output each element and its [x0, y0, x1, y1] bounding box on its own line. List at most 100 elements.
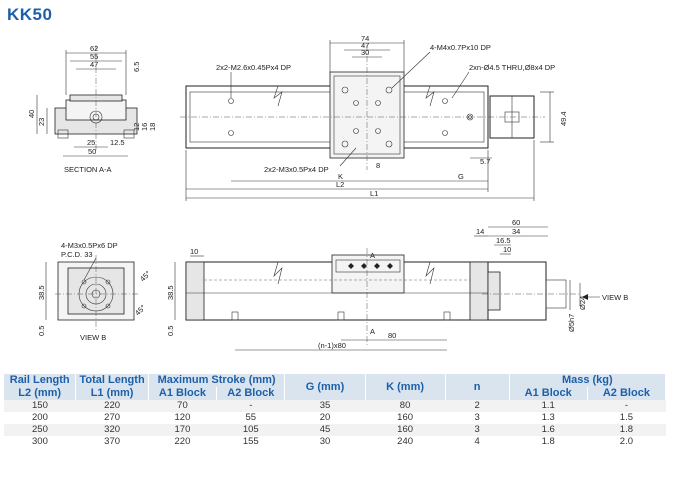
- dim-6-5: 6.5: [132, 62, 141, 72]
- dim-L2: L2: [336, 180, 344, 189]
- header-rail-length: Rail Length L2 (mm): [4, 374, 77, 400]
- cell-g: 45: [284, 424, 366, 436]
- dim-0-5-viewb: 0.5: [37, 326, 46, 336]
- dim-49-4: 49.4: [559, 111, 568, 126]
- callout-m3-view: 4-M3x0.5Px6 DP: [61, 241, 118, 250]
- callout-m3-bottom: 2x2-M3x0.5Px4 DP: [264, 165, 329, 174]
- front-markers: [348, 263, 393, 269]
- dim-34: 34: [512, 227, 520, 236]
- cell-stroke-a2: -: [216, 400, 285, 412]
- cell-total-length: 370: [75, 436, 149, 448]
- dim-80: 80: [388, 331, 396, 340]
- header-total-length: Total Length L1 (mm): [75, 374, 149, 400]
- dim-K: K: [338, 172, 343, 181]
- section-a-top: A: [370, 251, 375, 260]
- callout-pcd: P.C.D. 33: [61, 250, 93, 259]
- dim-14: 14: [476, 227, 484, 236]
- front-end-cap-right: [469, 261, 489, 321]
- section-a-a-label: SECTION A-A: [64, 165, 112, 174]
- cell-mass-a1: 1.8: [509, 436, 588, 448]
- dim-30: 30: [361, 48, 369, 57]
- cell-rail-length: 150: [4, 400, 76, 412]
- cell-stroke-a2: 155: [216, 436, 285, 448]
- front-end-cap-left: [185, 261, 205, 321]
- front-view: A A 10 38.5 0.5 80 (n-1)x80: [166, 247, 489, 351]
- technical-drawing: 62 55 47 6.5 40 23 25 50 12.5 12 16 18 S…: [27, 34, 628, 351]
- callout-m2-6: 2x2-M2.6x0.45Px4 DP: [216, 63, 291, 72]
- page-title: KK50: [7, 5, 53, 24]
- view-b: 4-M3x0.5Px6 DP P.C.D. 33 45° 45° 38.5 0.…: [37, 241, 152, 342]
- header-stroke-a2: A2 Block: [216, 387, 286, 400]
- header-n: n: [445, 374, 510, 400]
- cell-mass-a1: 1.6: [509, 424, 588, 436]
- dim-38-5-front: 38.5: [166, 285, 175, 300]
- cell-mass-a2: -: [587, 400, 666, 412]
- front-carriage: [331, 254, 405, 294]
- cell-total-length: 320: [75, 424, 149, 436]
- cell-stroke-a1: 170: [148, 424, 217, 436]
- dim-o5h7: Ø5h7: [567, 314, 576, 332]
- dim-0-5-front: 0.5: [166, 326, 175, 336]
- dim-38-5-viewb: 38.5: [37, 285, 46, 300]
- dim-5-7: 5.7: [480, 157, 490, 166]
- dim-10-front: 10: [190, 247, 198, 256]
- dim-12-5: 12.5: [110, 138, 125, 147]
- cell-k: 160: [365, 412, 446, 424]
- cell-k: 240: [365, 436, 446, 448]
- cell-g: 35: [284, 400, 366, 412]
- dim-23: 23: [37, 118, 46, 126]
- cell-rail-length: 250: [4, 424, 76, 436]
- cell-total-length: 220: [75, 400, 149, 412]
- cell-n: 4: [445, 436, 510, 448]
- dim-45-upper: 45°: [138, 269, 152, 283]
- section-a-a-view: 62 55 47 6.5 40 23 25 50 12.5 12 16 18 S…: [27, 44, 157, 174]
- cell-stroke-a1: 120: [148, 412, 217, 424]
- table-subheader-row: A1 Block A2 Block A1 Block A2 Block: [4, 387, 667, 400]
- cell-k: 160: [365, 424, 446, 436]
- header-max-stroke: Maximum Stroke (mm): [148, 374, 286, 387]
- dim-o24: Ø24: [578, 296, 587, 310]
- cell-g: 20: [284, 412, 366, 424]
- dim-G: G: [458, 172, 464, 181]
- cell-mass-a2: 1.8: [587, 424, 666, 436]
- dim-47: 47: [90, 60, 98, 69]
- cell-stroke-a2: 55: [216, 412, 285, 424]
- dim-62: 62: [90, 44, 98, 53]
- view-b-label: VIEW B: [80, 333, 106, 342]
- header-mass-a2: A2 Block: [587, 387, 667, 400]
- dim-10-side: 10: [503, 245, 511, 254]
- cell-mass-a2: 1.5: [587, 412, 666, 424]
- dim-L1: L1: [370, 189, 378, 198]
- cell-mass-a2: 2.0: [587, 436, 666, 448]
- cell-rail-length: 300: [4, 436, 76, 448]
- dim-60: 60: [512, 218, 520, 227]
- cell-k: 80: [365, 400, 446, 412]
- dim-45-lower: 45°: [133, 303, 147, 317]
- table-row: 250 320 170 105 45 160 3 1.6 1.8: [4, 424, 666, 436]
- top-view: 74 47 30 2x2-M2.6x0.45Px4 DP 4-M4x0.7Px1…: [180, 34, 568, 201]
- table-header-row: Rail Length L2 (mm) Total Length L1 (mm)…: [4, 374, 667, 400]
- dim-47-top: 47: [361, 41, 369, 50]
- cell-rail-length: 200: [4, 412, 76, 424]
- callout-m4: 4-M4x0.7Px10 DP: [430, 43, 491, 52]
- header-mass: Mass (kg): [509, 374, 667, 387]
- header-k: K (mm): [365, 374, 446, 400]
- section-a-bottom: A: [370, 327, 375, 336]
- callout-thru: 2xn-Ø4.5 THRU,Ø8x4 DP: [469, 63, 555, 72]
- cell-g: 30: [284, 436, 366, 448]
- dim-40: 40: [27, 110, 36, 118]
- dim-55: 55: [90, 52, 98, 61]
- cell-n: 2: [445, 400, 510, 412]
- view-b-arrow-label: VIEW B: [602, 293, 628, 302]
- dim-50: 50: [88, 147, 96, 156]
- dim-12: 12: [132, 123, 141, 131]
- cell-n: 3: [445, 412, 510, 424]
- dim-16-5: 16.5: [496, 236, 511, 245]
- table-row: 150 220 70 - 35 80 2 1.1 -: [4, 400, 666, 412]
- dim-16: 16: [140, 123, 149, 131]
- cell-stroke-a1: 70: [148, 400, 217, 412]
- cell-n: 3: [445, 424, 510, 436]
- dim-n-1-x80: (n-1)x80: [318, 341, 346, 350]
- top-holes: [228, 86, 474, 148]
- cell-mass-a1: 1.3: [509, 412, 588, 424]
